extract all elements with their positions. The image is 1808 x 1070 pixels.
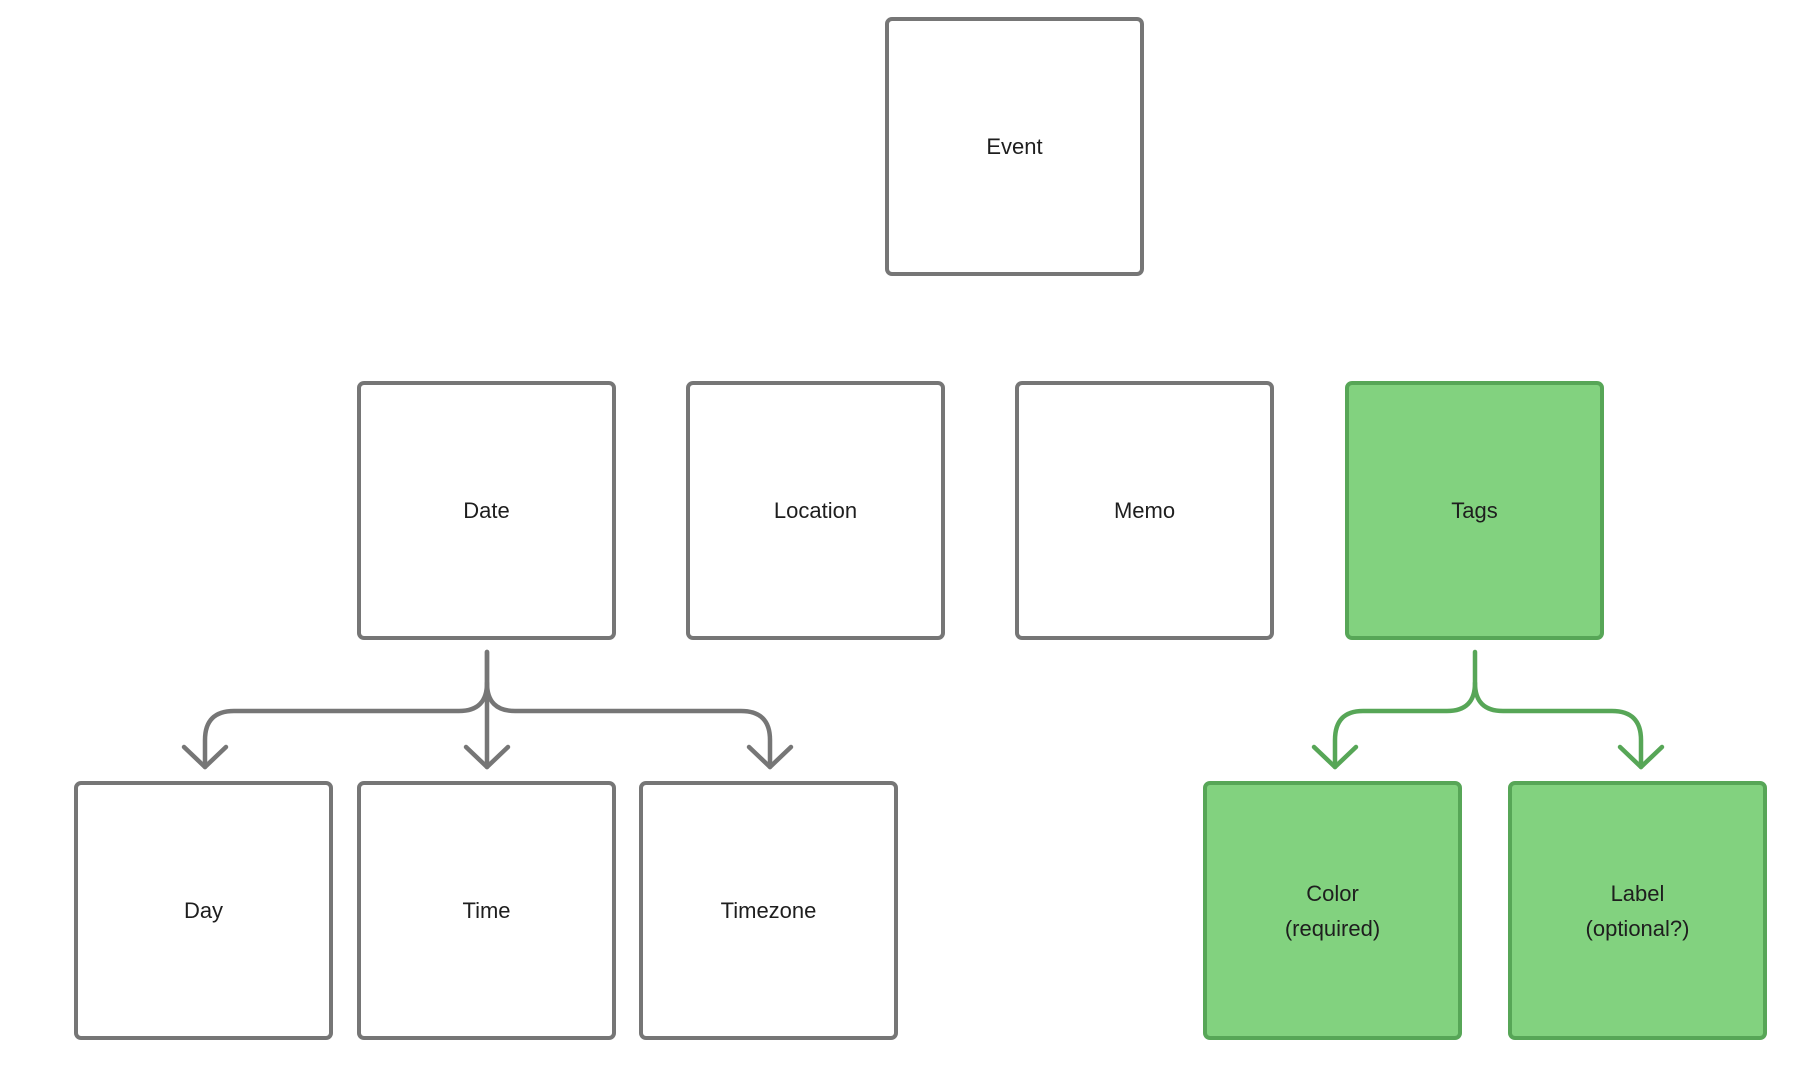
node-time-label: Time <box>462 898 511 923</box>
edge-date-timezone <box>484 680 773 770</box>
node-timezone-label: Timezone <box>720 898 817 923</box>
arrowhead-time <box>463 744 511 770</box>
node-event-label: Event <box>986 134 1043 159</box>
edge-date-day <box>202 649 490 770</box>
node-memo[interactable]: Memo <box>1015 381 1274 640</box>
node-day[interactable]: Day <box>74 781 333 1040</box>
node-memo-label: Memo <box>1113 498 1176 523</box>
node-event[interactable]: Event <box>885 17 1144 276</box>
node-color-label: Color (required) <box>1284 880 1381 941</box>
node-tags-label: Tags <box>1451 498 1498 523</box>
date-connectors <box>181 649 794 770</box>
node-color[interactable]: Color (required) <box>1203 781 1462 1040</box>
node-tags[interactable]: Tags <box>1345 381 1604 640</box>
node-time[interactable]: Time <box>357 781 616 1040</box>
arrowhead-day <box>181 744 229 770</box>
node-timezone[interactable]: Timezone <box>639 781 898 1040</box>
edge-tags-label <box>1472 680 1644 770</box>
arrowhead-label <box>1617 744 1665 770</box>
node-date[interactable]: Date <box>357 381 616 640</box>
node-label[interactable]: Label (optional?) <box>1508 781 1767 1040</box>
node-location-label: Location <box>773 498 858 523</box>
edge-tags-color <box>1332 649 1478 770</box>
node-date-label: Date <box>463 498 510 523</box>
arrowhead-timezone <box>746 744 794 770</box>
node-location[interactable]: Location <box>686 381 945 640</box>
arrowhead-color <box>1311 744 1359 770</box>
tags-connectors <box>1311 649 1665 770</box>
node-day-label: Day <box>183 898 224 923</box>
node-label-label: Label (optional?) <box>1585 880 1690 941</box>
